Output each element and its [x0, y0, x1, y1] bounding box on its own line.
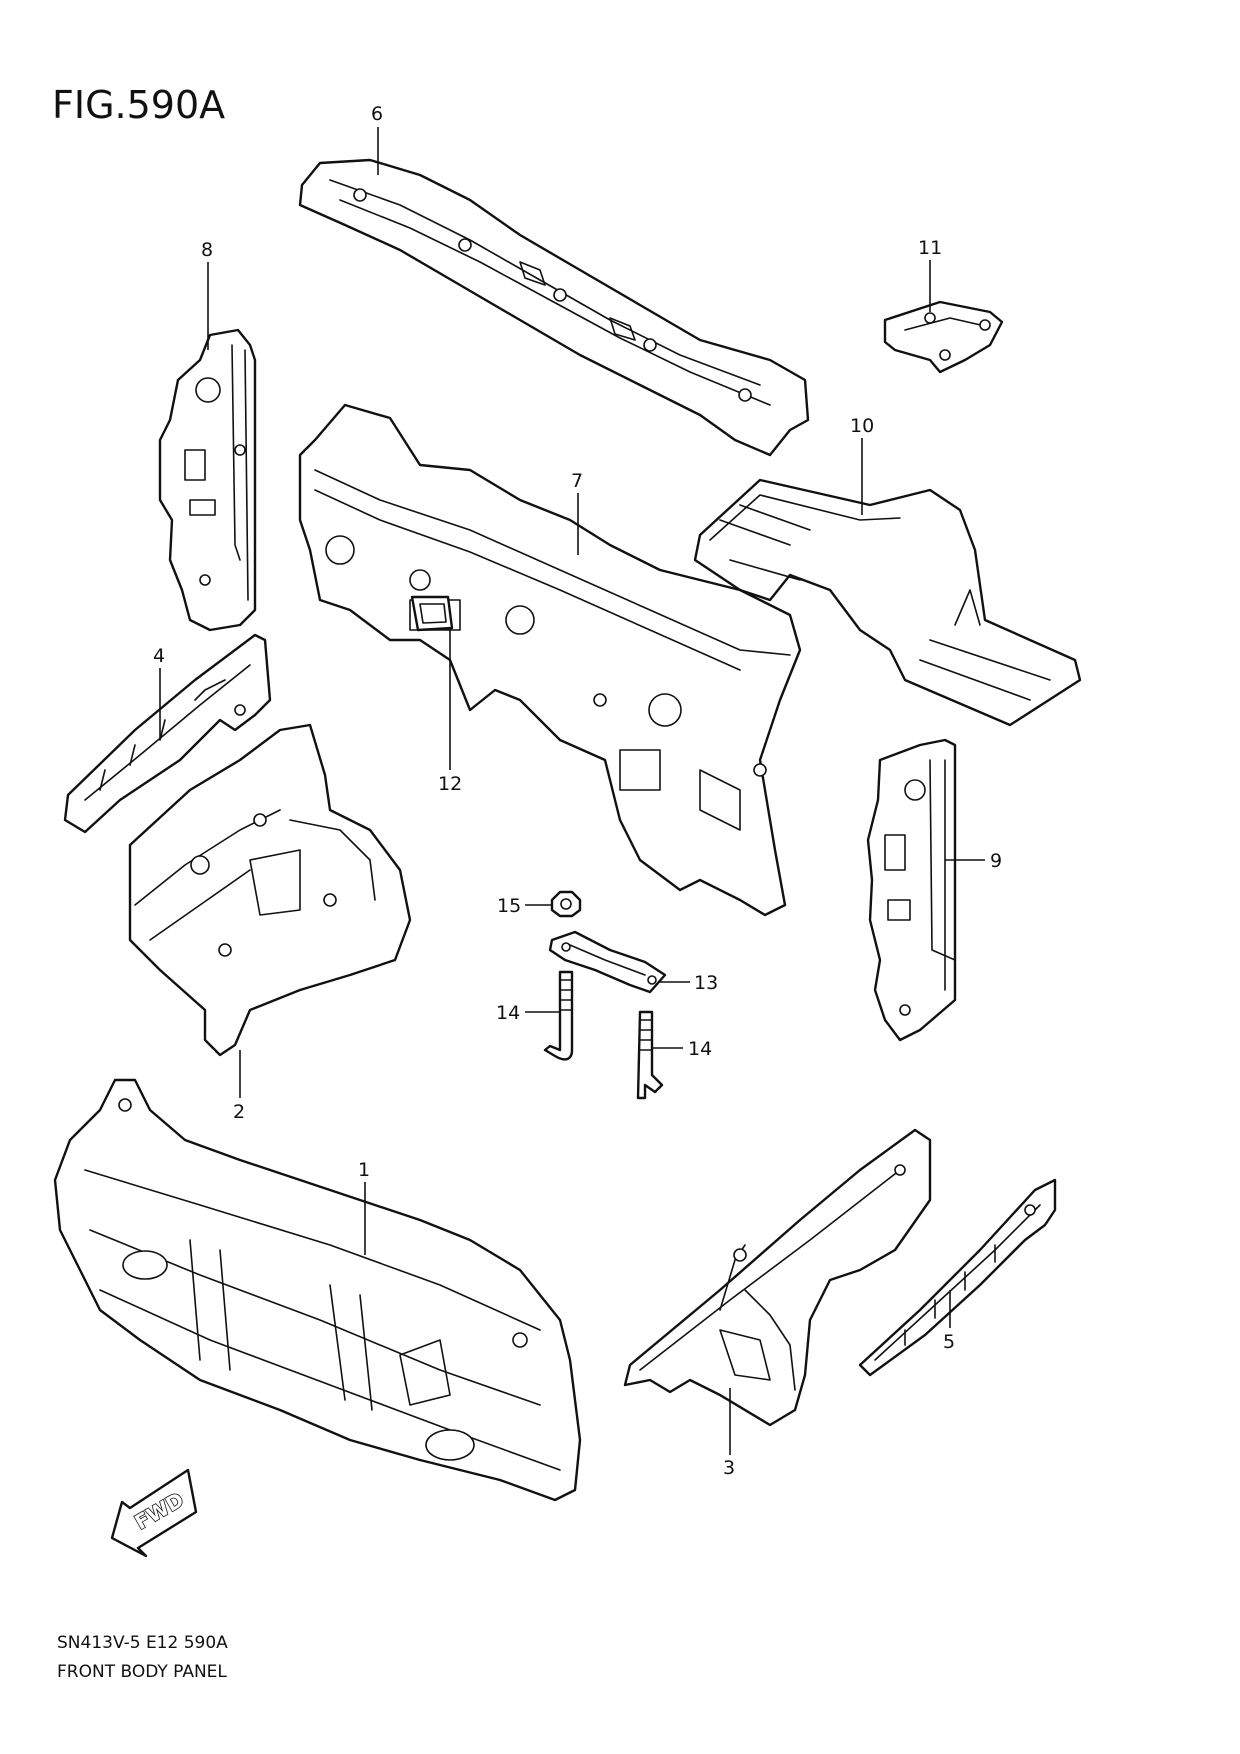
part-4-side-member[interactable] — [63, 633, 272, 834]
part-9-right-side-panel[interactable] — [866, 738, 957, 1042]
callout-8: 8 — [201, 239, 213, 261]
part-14-j-bolt-left[interactable] — [543, 970, 574, 1061]
callout-11: 11 — [918, 237, 942, 259]
callout-6: 6 — [371, 103, 383, 125]
callout-3: 3 — [723, 1457, 735, 1479]
figure-code: SN413V-5 E12 590A — [57, 1633, 228, 1653]
figure-caption: FRONT BODY PANEL — [57, 1662, 227, 1682]
callout-14b: 14 — [688, 1038, 712, 1060]
callout-7: 7 — [571, 470, 583, 492]
callout-13: 13 — [694, 972, 718, 994]
callout-12: 12 — [438, 773, 462, 795]
callout-15: 15 — [497, 895, 521, 917]
part-6-cowl-top-panel[interactable] — [298, 158, 810, 457]
callout-14a: 14 — [496, 1002, 520, 1024]
fwd-arrow-icon: FWD — [110, 1468, 198, 1558]
part-7-dash-panel[interactable] — [298, 403, 802, 917]
part-10-floor-panel[interactable] — [693, 478, 1082, 727]
part-1-radiator-core-support[interactable] — [53, 1078, 582, 1502]
part-11-bracket[interactable] — [883, 300, 1004, 374]
callout-5: 5 — [943, 1331, 955, 1353]
part-2-front-apron[interactable] — [128, 723, 412, 1057]
callout-9: 9 — [990, 850, 1002, 872]
part-14-j-bolt-right[interactable] — [636, 1010, 664, 1100]
part-5-side-reinforcement[interactable] — [858, 1178, 1057, 1377]
part-8-left-side-panel[interactable] — [158, 328, 257, 632]
part-13-battery-bracket[interactable] — [548, 930, 667, 994]
callout-10: 10 — [850, 415, 874, 437]
part-15-nut[interactable] — [550, 890, 582, 918]
part-3-front-side-member[interactable] — [623, 1128, 932, 1427]
callout-2: 2 — [233, 1101, 245, 1123]
part-12-grommet[interactable] — [410, 595, 454, 632]
callout-1: 1 — [358, 1159, 370, 1181]
callout-4: 4 — [153, 645, 165, 667]
figure-title: FIG.590A — [52, 83, 225, 127]
